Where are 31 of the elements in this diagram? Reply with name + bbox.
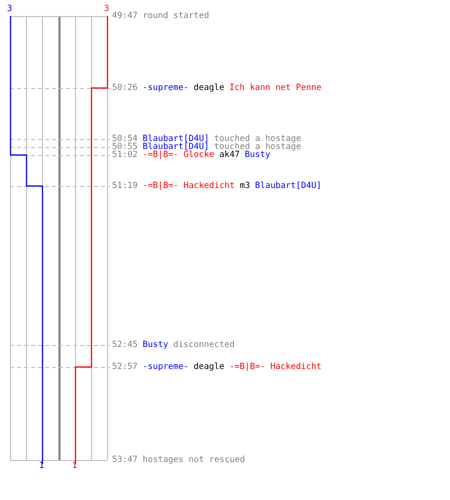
count-label: 3 <box>104 4 110 14</box>
player-name: -=B|B=- Hackedicht <box>229 362 322 372</box>
weapon-name: deagle <box>194 362 224 372</box>
player-name: -=B|B=- Glocke <box>142 150 214 160</box>
event-text: round started <box>142 11 210 21</box>
timestamp: 51:19 <box>112 181 138 191</box>
timestamp: 51:02 <box>112 150 138 160</box>
weapon-name: deagle <box>194 83 224 93</box>
weapon-name: ak47 <box>219 150 240 160</box>
event-text: disconnected <box>173 340 235 350</box>
player-name: Blaubart[D4U] <box>142 142 210 152</box>
player-name: Busty <box>142 340 168 350</box>
weapon-name: m3 <box>240 181 250 191</box>
timestamp: 50:26 <box>112 83 138 93</box>
timestamp: 49:47 <box>112 11 138 21</box>
event-text: hostages not rescued <box>142 455 245 465</box>
player-name: Blaubart[D4U] <box>254 181 322 191</box>
player-name: Blaubart[D4U] <box>142 134 210 144</box>
timestamp: 52:57 <box>112 362 138 372</box>
player-name: Busty <box>244 150 270 160</box>
count-label: 3 <box>7 4 12 14</box>
player-name: Ich kann net Penne <box>229 83 322 93</box>
timestamp: 53:47 <box>112 455 138 465</box>
timestamp: 50:55 <box>112 142 138 152</box>
player-name: -supreme- <box>142 362 189 372</box>
timestamp: 50:54 <box>112 134 138 144</box>
player-name: -=B|B=- Hackedicht <box>142 181 235 191</box>
timestamp: 52:45 <box>112 340 138 350</box>
event-text: touched a hostage <box>214 134 302 144</box>
player-name: -supreme- <box>142 83 189 93</box>
event-text: touched a hostage <box>214 142 302 152</box>
